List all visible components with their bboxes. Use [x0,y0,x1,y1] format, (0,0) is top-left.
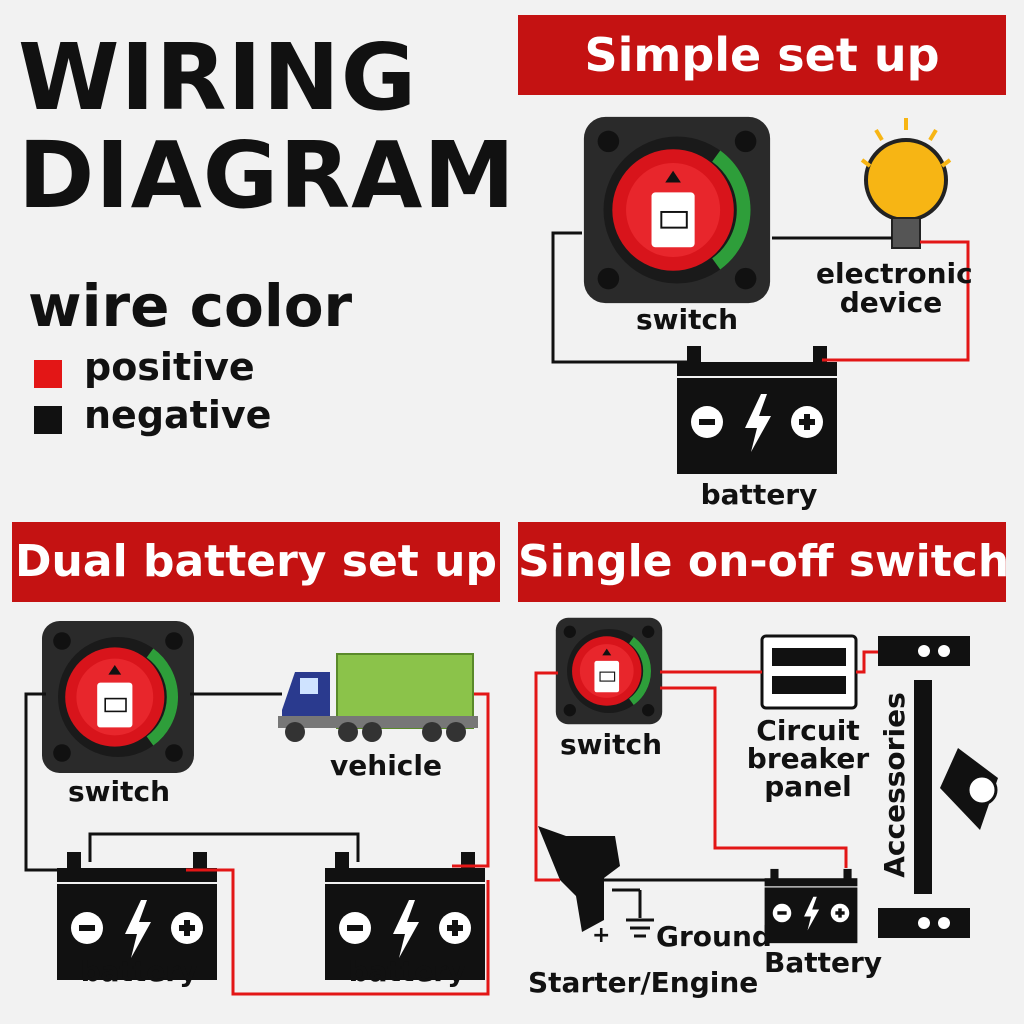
simple-battery-label: battery [700,478,818,511]
simple-device-label-line-2: device [839,286,943,319]
simple-negative-wire [551,231,690,364]
dual-positive-link-wire [186,868,490,996]
ground-symbol-icon [626,890,654,938]
dual-battery-2-label: battery [348,955,466,988]
dual-battery-1-label: battery [80,955,198,988]
single-positive-battery-wire [660,686,848,868]
outboard-engine-icon: + [538,826,620,948]
dual-positive-wire [452,692,490,868]
single-panel-label-line-3: panel [764,770,852,803]
single-switch-banner: Single on-off switch [518,522,1006,602]
single-positive-engine-wire [534,671,560,882]
breaker-panel-icon [760,634,858,710]
truck-icon [278,653,478,742]
legend-positive-label: positive [84,345,255,389]
single-accessories-label: Accessories [878,692,911,878]
dual-negative-link-wire [88,832,360,862]
dual-negative-wire [24,692,90,872]
single-panel-label-line-1: Circuit [756,714,860,747]
accessories-rack-icon [878,636,998,938]
legend-negative-label: negative [84,393,272,437]
title-line-2: DIAGRAM [18,122,516,229]
legend-positive-swatch [34,360,62,388]
dual-switch-label: switch [68,775,171,808]
dual-switch [42,621,194,773]
title-line-1: WIRING [18,24,418,131]
simple-setup-banner: Simple set up [518,15,1006,95]
dual-vehicle-label: vehicle [330,749,442,782]
legend-negative-swatch [34,406,62,434]
svg-text:+: + [592,923,610,948]
single-panel-label-line-2: breaker [746,742,870,775]
single-ground-label: Ground [656,920,772,953]
single-panel-to-accessories-wire [856,650,878,674]
legend-heading: wire color [28,272,353,340]
single-battery-label: Battery [764,946,883,979]
lightbulb-icon [860,118,952,249]
dual-setup-banner: Dual battery set up [12,522,500,602]
simple-switch [584,117,770,303]
simple-device-label-line-1: electronic [816,257,973,290]
simple-battery [677,346,837,474]
single-switch [556,618,662,724]
single-switch-label: switch [560,728,663,761]
single-battery [764,868,858,944]
simple-positive-wire [822,240,970,362]
simple-switch-label: switch [636,303,739,336]
single-engine-label: Starter/Engine [528,966,759,999]
